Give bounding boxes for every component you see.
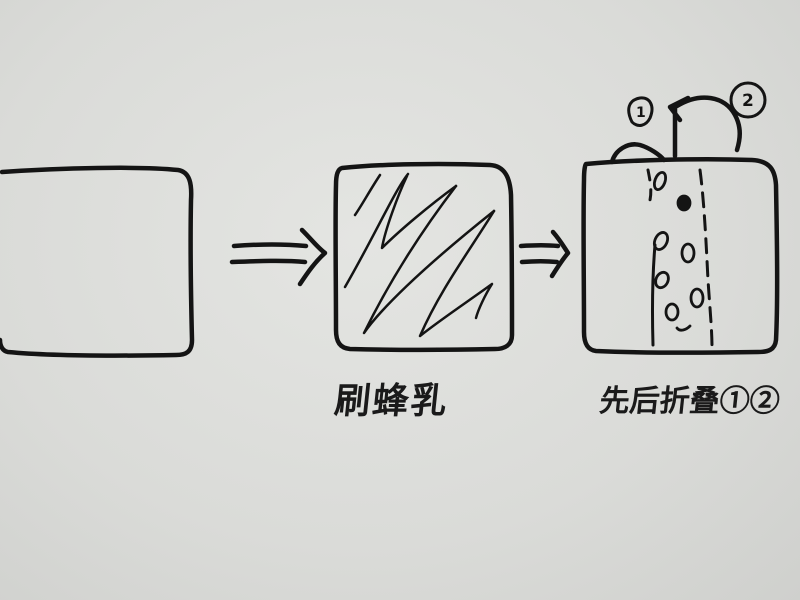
fold-lines-icon	[646, 168, 714, 350]
fold-arrow-2-icon	[667, 95, 742, 159]
fold-marker-1-icon	[627, 96, 654, 127]
step-3-label: 先后折叠①②	[597, 384, 782, 419]
step-2-label: 刷蜂乳	[332, 380, 451, 422]
brush-strokes-icon	[343, 172, 496, 338]
filling-dots-icon	[652, 170, 705, 332]
folded-square	[581, 156, 780, 355]
fold-marker-2-icon	[729, 81, 767, 119]
arrow-2-icon	[518, 229, 571, 279]
fold-arrow-1-icon	[609, 142, 667, 165]
fold-marker-2-label: 2	[742, 91, 754, 111]
brushed-square	[333, 161, 515, 352]
blank-square	[0, 165, 195, 358]
arrow-1-icon	[229, 227, 328, 287]
fold-marker-1-label: 1	[636, 105, 646, 121]
